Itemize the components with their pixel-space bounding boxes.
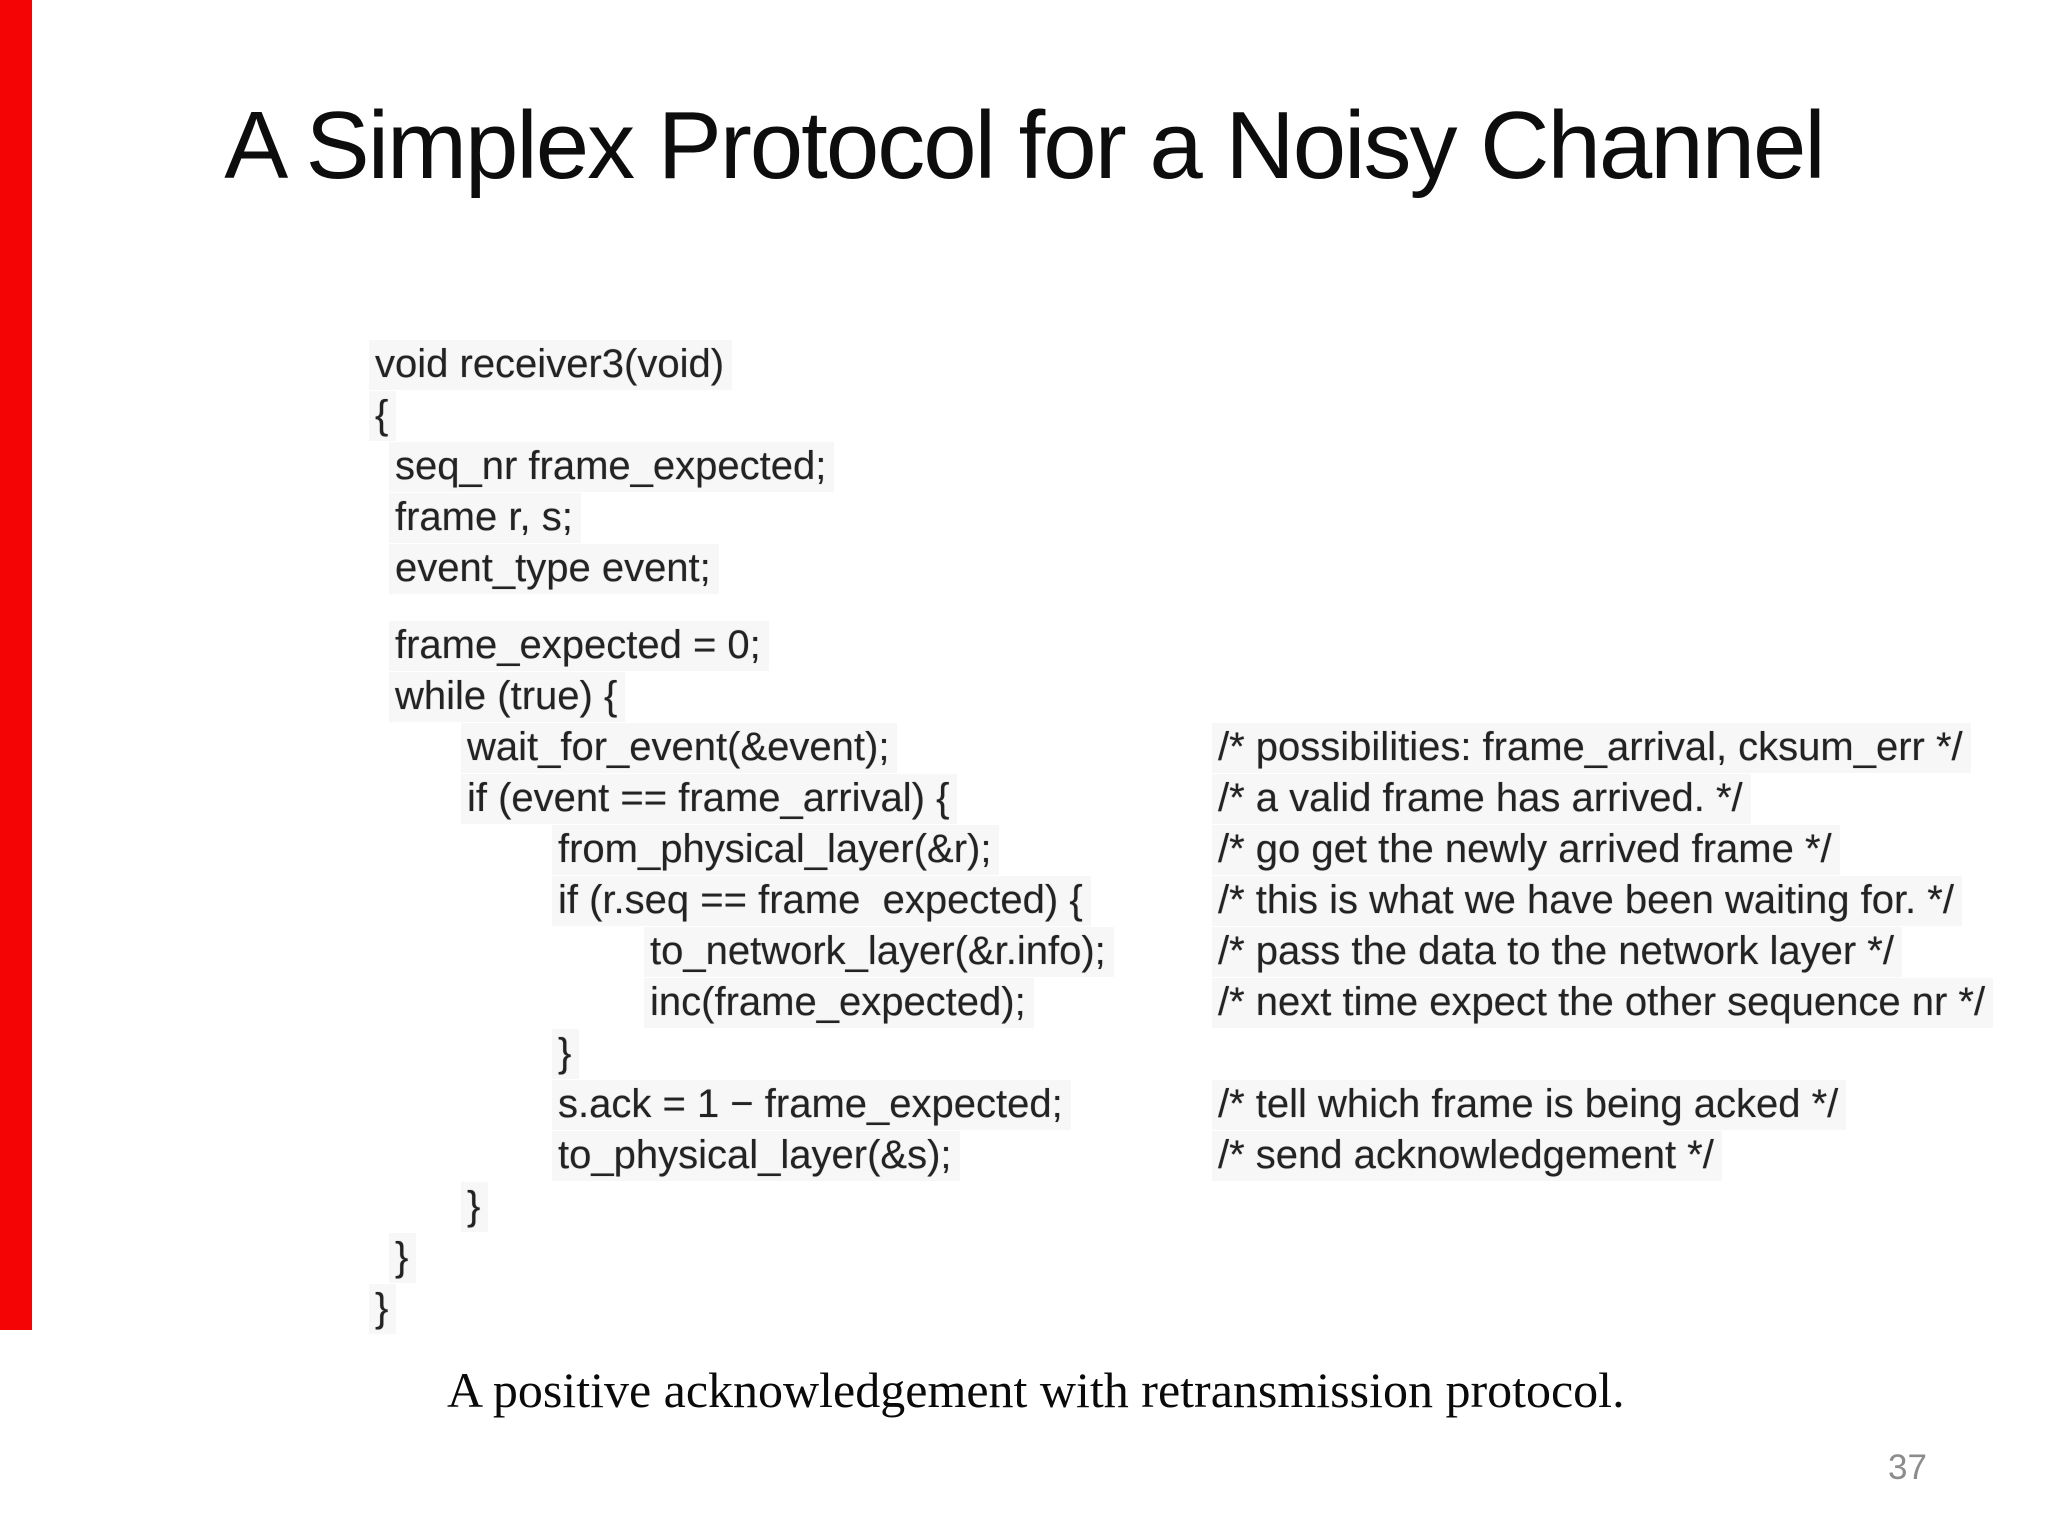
code-line: } <box>0 1182 2048 1233</box>
code-text: { <box>369 391 397 441</box>
code-line: } <box>0 1029 2048 1080</box>
code-text: frame r, s; <box>389 493 581 543</box>
code-text: from_physical_layer(&r); <box>552 825 1000 875</box>
code-line: to_network_layer(&r.info); /* pass the da… <box>0 927 2048 978</box>
code-line: seq_nr frame_expected; <box>0 442 2048 493</box>
code-line: } <box>0 1284 2048 1335</box>
code-line: from_physical_layer(&r); /* go get the ne… <box>0 825 2048 876</box>
code-line: event_type event; <box>0 544 2048 595</box>
code-text: } <box>461 1182 489 1232</box>
code-text: } <box>389 1233 417 1283</box>
code-line: wait_for_event(&event); /* possibilities:… <box>0 723 2048 774</box>
code-text: event_type event; <box>389 544 719 594</box>
code-comment: /* send acknowledgement */ <box>1212 1131 1722 1181</box>
code-text: if (event == frame_arrival) { <box>461 774 958 824</box>
code-line: s.ack = 1 − frame_expected; /* tell which… <box>0 1080 2048 1131</box>
code-text: s.ack = 1 − frame_expected; <box>552 1080 1071 1130</box>
code-text: if (r.seq == frame expected) { <box>552 876 1091 926</box>
code-comment: /* possibilities: frame_arrival, cksum_e… <box>1212 723 1971 773</box>
figure-caption: A positive acknowledgement with retransm… <box>447 1362 1625 1418</box>
code-line: if (event == frame_arrival) { /* a valid … <box>0 774 2048 825</box>
code-comment: /* a valid frame has arrived. */ <box>1212 774 1751 824</box>
code-text: wait_for_event(&event); <box>461 723 898 773</box>
code-text: to_physical_layer(&s); <box>552 1131 960 1181</box>
code-comment: /* go get the newly arrived frame */ <box>1212 825 1840 875</box>
code-line: frame_expected = 0; <box>0 621 2048 672</box>
slide-title: A Simplex Protocol for a Noisy Channel <box>224 92 1825 199</box>
left-accent-bar <box>0 0 32 1330</box>
code-comment: /* this is what we have been waiting for… <box>1212 876 1962 926</box>
code-line: to_physical_layer(&s); /* send acknowledg… <box>0 1131 2048 1182</box>
code-text: while (true) { <box>389 672 626 722</box>
page-number: 37 <box>1888 1448 1927 1487</box>
code-text: } <box>369 1284 397 1334</box>
code-comment: /* next time expect the other sequence n… <box>1212 978 1994 1028</box>
code-comment: /* pass the data to the network layer */ <box>1212 927 1902 977</box>
code-line: void receiver3(void) <box>0 340 2048 391</box>
code-line: } <box>0 1233 2048 1284</box>
code-line: inc(frame_expected); /* next time expect … <box>0 978 2048 1029</box>
code-text: seq_nr frame_expected; <box>389 442 835 492</box>
code-line: frame r, s; <box>0 493 2048 544</box>
code-line: { <box>0 391 2048 442</box>
code-text: void receiver3(void) <box>369 340 733 390</box>
code-line: while (true) { <box>0 672 2048 723</box>
code-text: inc(frame_expected); <box>644 978 1034 1028</box>
code-text: to_network_layer(&r.info); <box>644 927 1114 977</box>
code-line: if (r.seq == frame expected) { /* this is… <box>0 876 2048 927</box>
code-comment: /* tell which frame is being acked */ <box>1212 1080 1847 1130</box>
code-text: } <box>552 1029 580 1079</box>
code-text: frame_expected = 0; <box>389 621 769 671</box>
